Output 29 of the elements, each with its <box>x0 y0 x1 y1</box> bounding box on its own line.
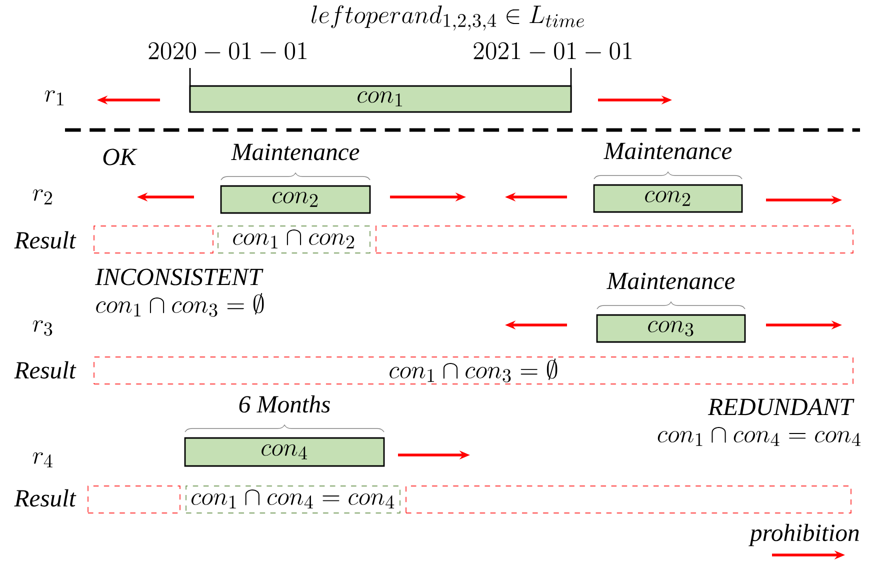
title: $leftoperand_{1,2,3,4} \in L_{time}$ <box>312 5 584 31</box>
time-bar: $con_4$ <box>184 437 385 467</box>
label: $r_1$ <box>44 90 64 106</box>
label: $con_1 \cap con_3 = \emptyset$ <box>96 293 264 317</box>
result-box: $con_1 \cap con_2$ <box>218 226 370 254</box>
time-bar: $con_2$ <box>220 185 371 214</box>
label: $r_3$ <box>32 320 52 336</box>
time-bar: $con_2$ <box>593 184 743 213</box>
time-bar: $con_3$ <box>596 314 746 343</box>
legend-label: prohibition <box>748 524 859 546</box>
result-box <box>94 226 214 254</box>
label: $con_1 \cap con_4 = con_4$ <box>658 427 860 446</box>
brace-label: Maintenance <box>606 272 735 290</box>
brace-label: Maintenance <box>604 142 732 160</box>
label: $2021-01-01$ <box>474 42 632 60</box>
result-box <box>406 486 852 514</box>
brace-label: 6 Months <box>239 395 330 413</box>
label: INCONSISTENT <box>95 268 264 286</box>
time-bar: $con_1$ <box>189 85 572 113</box>
result-box <box>376 226 854 254</box>
label: REDUNDANT <box>708 398 854 416</box>
label: $2020-01-01$ <box>148 42 306 60</box>
label: OK <box>103 148 138 166</box>
result-box <box>88 486 180 514</box>
result-box: $con_1 \cap con_3 = \emptyset$ <box>94 356 854 384</box>
result-box: $con_1 \cap con_4 = con_4$ <box>186 486 400 514</box>
label: $r_2$ <box>32 189 52 204</box>
brace-label: Maintenance <box>231 144 360 160</box>
label: $r_4$ <box>32 452 52 468</box>
